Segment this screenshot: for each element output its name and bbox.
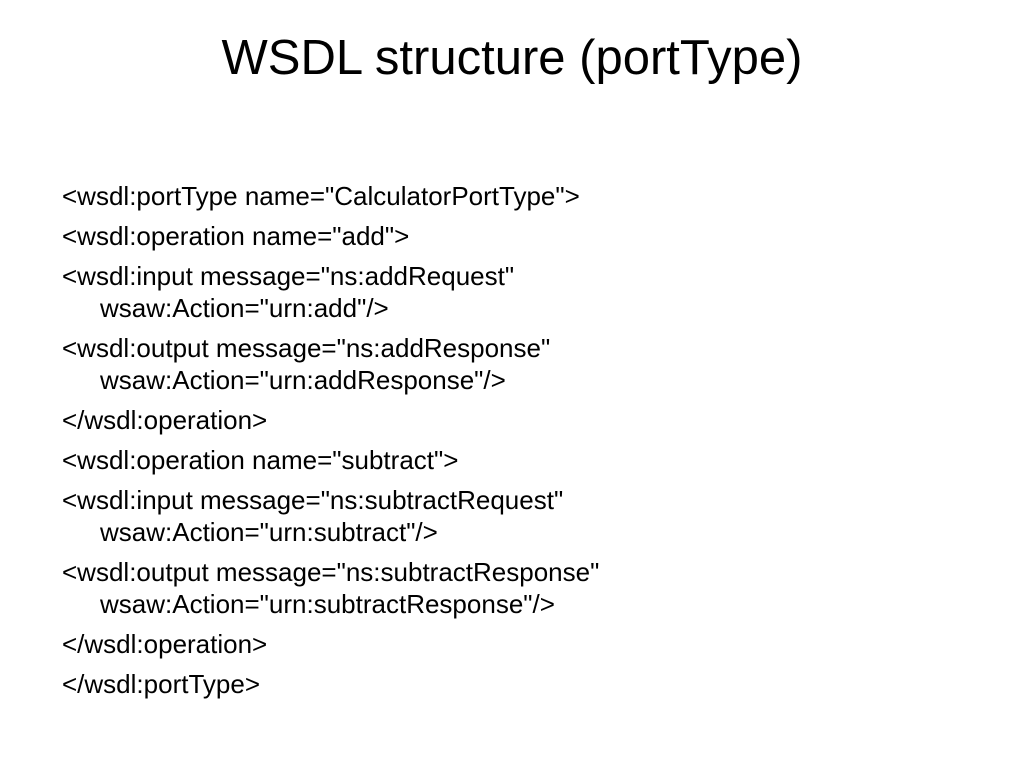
code-line: </wsdl:operation> xyxy=(62,404,962,436)
slide-title: WSDL structure (portType) xyxy=(221,31,803,85)
code-line: <wsdl:operation name="subtract"> xyxy=(62,444,962,476)
code-line: <wsdl:input message="ns:subtractRequest"… xyxy=(62,484,780,548)
code-line: <wsdl:output message="ns:subtractRespons… xyxy=(62,556,830,620)
code-line: </wsdl:portType> xyxy=(62,668,962,700)
code-line: <wsdl:output message="ns:addResponse" ws… xyxy=(62,332,760,396)
code-line-text: <wsdl:input message="ns:subtractRequest"… xyxy=(62,485,564,547)
code-line: <wsdl:portType name="CalculatorPortType"… xyxy=(62,180,962,212)
code-line: <wsdl:input message="ns:addRequest" wsaw… xyxy=(62,260,720,324)
code-line-text: <wsdl:output message="ns:subtractRespons… xyxy=(62,557,600,619)
code-line-text: <wsdl:input message="ns:addRequest" wsaw… xyxy=(62,261,515,323)
code-line-text: </wsdl:portType> xyxy=(62,669,260,699)
code-line-text: </wsdl:operation> xyxy=(62,629,268,659)
code-line-text: </wsdl:operation> xyxy=(62,405,268,435)
code-list: <wsdl:portType name="CalculatorPortType"… xyxy=(62,180,962,708)
code-line: <wsdl:operation name="add"> xyxy=(62,220,962,252)
code-line: </wsdl:operation> xyxy=(62,628,962,660)
code-line-text: <wsdl:output message="ns:addResponse" ws… xyxy=(62,333,551,395)
code-line-text: <wsdl:operation name="add"> xyxy=(62,221,410,251)
code-line-text: <wsdl:portType name="CalculatorPortType"… xyxy=(62,181,580,211)
code-line-text: <wsdl:operation name="subtract"> xyxy=(62,445,459,475)
